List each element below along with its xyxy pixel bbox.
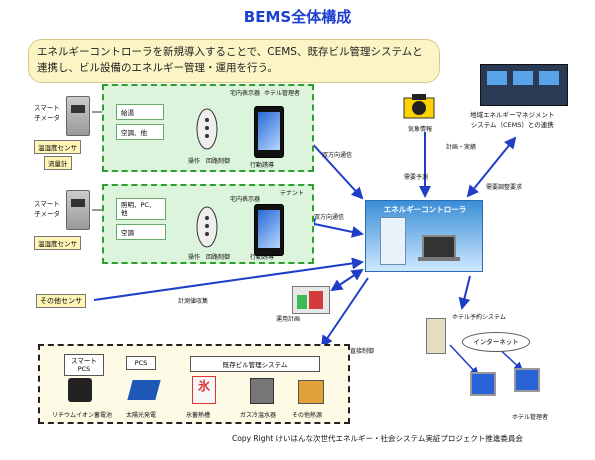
measurement-collect-label: 計測値収集 (178, 298, 209, 305)
battery-icon (68, 378, 92, 402)
smart-meter-2 (66, 190, 90, 230)
other-heat-icon (298, 380, 324, 404)
owner-label: ホテル管理者 (264, 90, 301, 97)
device-ac: 空調、他 (116, 124, 164, 140)
plan-actual-label: 計画・実績 (446, 144, 477, 151)
op-plan-label: 運用計画 (276, 316, 301, 323)
intro-description: エネルギーコントローラを新規導入することで、CEMS、既存ビル管理システムと連携… (28, 39, 440, 83)
sensor-label-2: 温湿度センサ (34, 236, 81, 250)
hotel-manager-label: ホテル管理者 (512, 414, 549, 421)
bottom-item-5: その他熱源 (292, 412, 323, 419)
guide-label-2: 行動誘導 (250, 254, 275, 261)
arrow-tenant-controller (303, 218, 364, 238)
pcs-label: PCS (126, 356, 156, 370)
booking-server-icon (426, 318, 446, 354)
weather-label: 気象情報 (408, 126, 433, 133)
smart-pcs-label: スマート PCS (64, 354, 104, 376)
existing-bms-label: 既存ビル管理システム (190, 356, 320, 372)
hotel-booking-label: ホテル予約システム (452, 314, 506, 321)
flow-meter-label: 流量計 (44, 156, 72, 170)
sensor-label-1: 温湿度センサ (34, 140, 81, 154)
controller-title: エネルギーコントローラ (383, 205, 467, 214)
bottom-item-1: リチウムイオン蓄電池 (52, 412, 113, 419)
remote-icon-2 (194, 206, 220, 248)
weather-icon (402, 92, 436, 122)
device-hot-water: 給湯 (116, 104, 164, 120)
demand-forecast-label: 需要予測 (404, 174, 429, 181)
arrow-controller-bottom (320, 277, 369, 348)
display-label-1: 宅内表示器 (230, 90, 261, 97)
tablet-icon-2 (254, 204, 284, 256)
op-label-1: 操作 回路制御 (188, 158, 231, 165)
cems-label: 地域エネルギーマネジメント システム（CEMS）との連携 (470, 111, 555, 129)
arrow-sensor-controller (93, 257, 364, 301)
direct-control-label: 直接制御 (350, 348, 375, 355)
arrow-cems-controller (466, 136, 517, 198)
smart-meter-label-2: スマート 子メータ (34, 200, 60, 218)
desk-icon (418, 257, 460, 261)
device-ac-tenant: 空調 (116, 224, 166, 240)
page-title: BEMS全体構成 (243, 8, 352, 26)
existing-systems-box: スマート PCS PCS 既存ビル管理システム 氷 リチウムイオン蓄電池 太陽光… (38, 344, 350, 424)
server-icon (380, 217, 406, 265)
copyright: Copy Right けいはんな次世代エネルギー・社会システム実証プロジェクト推… (232, 434, 523, 443)
hotel-owner-box: 給湯 空調、他 宅内表示器 ホテル管理者 操作 回路制御 行動誘導 (102, 84, 314, 172)
solar-panel-icon (127, 380, 161, 400)
comm-label-2: 双方向通信 (314, 214, 345, 221)
arrow-controller-booking (458, 275, 471, 310)
bottom-item-4: ガス冷温水器 (240, 412, 277, 419)
remote-icon-1 (194, 108, 220, 150)
tablet-icon-1 (254, 106, 284, 158)
demand-adjust-label: 需要調整要求 (486, 184, 523, 191)
monitor-icon (422, 235, 456, 259)
energy-controller: エネルギーコントローラ (365, 200, 483, 272)
ice-storage-icon: 氷 (192, 376, 216, 404)
tenant-box: 照明、PC、 他 空調 宅内表示器 テナント 操作 回路制御 行動誘導 (102, 184, 314, 264)
comm-label-1: 双方向通信 (322, 152, 353, 159)
guide-label-1: 行動誘導 (250, 162, 275, 169)
op-label-2: 操作 回路制御 (188, 254, 231, 261)
arrow-opplan-controller (330, 268, 364, 292)
bottom-item-3: 氷蓄熱槽 (186, 412, 211, 419)
pc-icon-2 (514, 368, 540, 392)
pc-icon-1 (470, 372, 496, 396)
link-server-pc1 (449, 344, 480, 377)
bottom-item-2: 太陽光発電 (126, 412, 157, 419)
device-lighting: 照明、PC、 他 (116, 198, 166, 220)
tenant-label: テナント (280, 190, 305, 197)
gas-chiller-icon (250, 378, 274, 404)
cems-room-image (480, 64, 568, 106)
op-plan-screen (292, 286, 330, 314)
smart-meter-1 (66, 96, 90, 136)
other-sensor-label: その他センサ (36, 294, 86, 308)
smart-meter-label-1: スマート 子メータ (34, 104, 60, 122)
internet-cloud: インターネット (462, 332, 530, 352)
display-label-2: 宅内表示器 (230, 196, 261, 203)
